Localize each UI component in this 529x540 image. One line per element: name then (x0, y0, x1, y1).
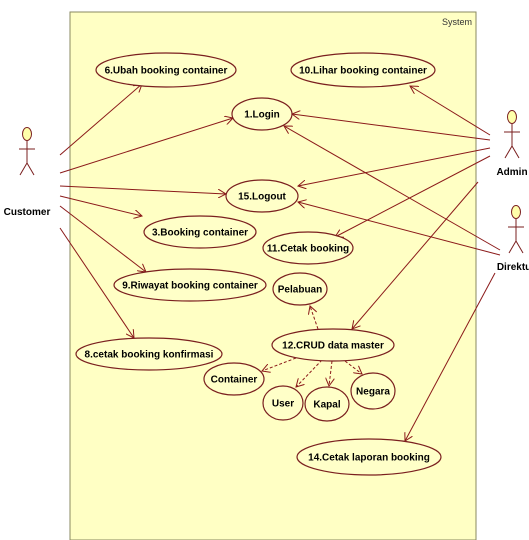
actor-label: Admin (496, 167, 527, 178)
use-case-uc12[interactable]: 12.CRUD data master (271, 328, 395, 362)
use-case-label: 6.Ubah booking container (105, 66, 228, 77)
use-case-uc3[interactable]: 3.Booking container (143, 215, 257, 249)
use-case-ellipse (296, 438, 442, 476)
use-case-label: 11.Cetak booking (267, 244, 349, 255)
use-case-label: 1.Login (244, 110, 280, 121)
actor-label: Customer (4, 207, 51, 218)
actor-body-icon (19, 141, 35, 176)
use-case-label: 9.Riwayat booking container (122, 281, 258, 292)
use-case-ellipse (225, 179, 299, 213)
association-admin-uc10 (410, 86, 491, 136)
include-uc12-ucUsr (296, 359, 323, 387)
use-case-uc9[interactable]: 9.Riwayat booking container (113, 268, 267, 302)
system-label: System (442, 17, 472, 27)
use-case-uc8[interactable]: 8.cetak booking konfirmasi (75, 337, 223, 371)
use-case-label: 14.Cetak laporan booking (308, 453, 430, 464)
association-admin-uc12 (352, 181, 479, 329)
association-customer-uc15 (59, 185, 226, 194)
use-case-ucKap[interactable]: Kapal (304, 386, 350, 422)
use-case-ellipse (304, 386, 350, 422)
actor-body-icon (508, 219, 524, 254)
use-case-uc6[interactable]: 6.Ubah booking container (95, 52, 237, 88)
association-direktur-uc15 (298, 202, 501, 256)
use-case-label: Kapal (313, 400, 340, 411)
use-case-ellipse (262, 231, 354, 265)
actor-head-icon (511, 205, 521, 219)
use-case-ellipse (143, 215, 257, 249)
actor-label: Direktur (497, 262, 529, 273)
use-case-ucPel[interactable]: Pelabuan (272, 272, 328, 306)
use-case-label: 8.cetak booking konfirmasi (85, 350, 214, 361)
use-case-group: 6.Ubah booking container 10.Lihar booking… (75, 52, 442, 476)
actor-group: Customer AdminDirektur (4, 110, 529, 274)
use-case-ellipse (350, 372, 396, 410)
include-uc12-ucCon (262, 357, 297, 371)
use-case-label: 10.Lihar booking container (299, 66, 427, 77)
use-case-label: 15.Logout (238, 192, 286, 203)
relationship-lines (59, 84, 501, 441)
use-case-ellipse (290, 52, 436, 88)
association-admin-uc1 (292, 114, 491, 141)
use-case-label: Negara (356, 387, 390, 398)
use-case-label: 3.Booking container (152, 228, 248, 239)
use-case-ellipse (113, 268, 267, 302)
use-case-label: Pelabuan (278, 285, 322, 296)
association-direktur-uc1 (284, 126, 501, 251)
association-admin-uc11 (335, 155, 491, 237)
association-admin-uc15 (298, 147, 491, 186)
actor-admin[interactable]: Admin (496, 110, 528, 179)
include-uc12-ucNeg (344, 360, 362, 374)
actor-direktur[interactable]: Direktur (497, 205, 529, 274)
use-case-label: 12.CRUD data master (282, 341, 384, 352)
use-case-ellipse (272, 272, 328, 306)
use-case-ucNeg[interactable]: Negara (350, 372, 396, 410)
use-case-ellipse (95, 52, 237, 88)
use-case-uc1[interactable]: 1.Login (231, 97, 293, 131)
use-case-uc14[interactable]: 14.Cetak laporan booking (296, 438, 442, 476)
actor-head-icon (22, 127, 32, 141)
actor-head-icon (507, 110, 517, 124)
association-customer-uc3 (59, 195, 142, 216)
association-customer-uc8 (59, 227, 134, 338)
actor-body-icon (504, 124, 520, 159)
use-case-label: Container (211, 375, 258, 386)
use-case-uc15[interactable]: 15.Logout (225, 179, 299, 213)
association-customer-uc9 (59, 205, 146, 272)
use-case-uc11[interactable]: 11.Cetak booking (262, 231, 354, 265)
association-customer-uc1 (59, 118, 233, 174)
association-direktur-uc14 (405, 272, 496, 441)
actor-customer[interactable]: Customer (4, 127, 51, 219)
use-case-ellipse (75, 337, 223, 371)
use-case-ucCon[interactable]: Container (203, 362, 265, 396)
include-uc12-ucKap (329, 360, 332, 386)
include-uc12-ucPel (310, 306, 319, 330)
use-case-uc10[interactable]: 10.Lihar booking container (290, 52, 436, 88)
use-case-ucUsr[interactable]: User (262, 385, 304, 421)
use-case-label: User (272, 399, 294, 410)
use-case-ellipse (262, 385, 304, 421)
use-case-ellipse (231, 97, 293, 131)
use-case-ellipse (203, 362, 265, 396)
association-customer-uc6 (59, 84, 142, 156)
use-case-ellipse (271, 328, 395, 362)
